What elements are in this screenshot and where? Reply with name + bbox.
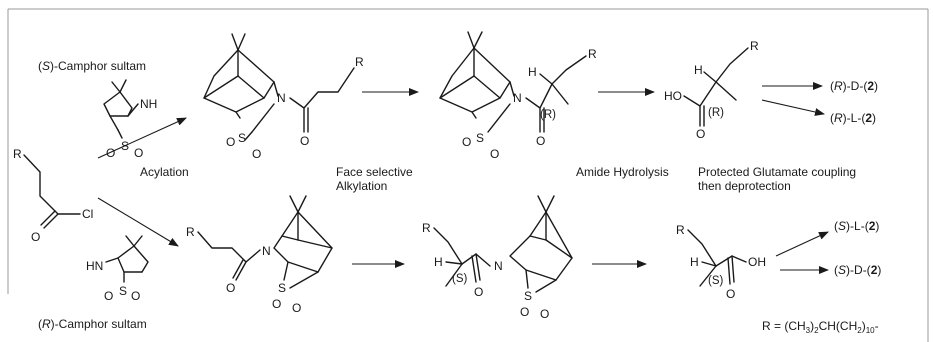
atom-o: O <box>490 147 499 161</box>
atom-n: N <box>494 259 503 273</box>
atom-h: H <box>528 65 537 79</box>
top-product-1: (R)-D-(2) <box>830 79 878 93</box>
atom-r: R <box>13 147 22 161</box>
atom-o: O <box>31 230 40 244</box>
r-camphor-sultam-structure: HN S O O <box>86 235 149 303</box>
atom-o: O <box>106 146 115 160</box>
n-acyl-sultam-top: N S O O O R <box>203 33 364 161</box>
atom-h: H <box>434 255 443 269</box>
atom-o: O <box>226 281 235 295</box>
scheme-frame <box>7 8 929 342</box>
s-camphor-sultam-label: (S)-Camphor sultam <box>38 59 146 73</box>
atom-s: S <box>238 131 246 145</box>
atom-o: O <box>474 285 483 299</box>
atom-oh: OH <box>748 255 766 269</box>
atom-o: O <box>292 301 301 315</box>
atom-o: O <box>696 127 705 141</box>
atom-o: O <box>540 307 549 321</box>
carboxylic-acid-bottom: R H (S) O OH <box>676 223 766 301</box>
r-group-definition: R = (CH3)2CH(CH2)10- <box>762 319 879 335</box>
step-coupling-line1: Protected Glutamate coupling <box>698 165 856 179</box>
atom-o: O <box>272 297 281 311</box>
atom-cl: Cl <box>82 207 93 221</box>
stereo-descriptor: (S) <box>452 273 468 285</box>
step-coupling-line2: then deprotection <box>698 179 791 193</box>
atom-s: S <box>524 289 532 303</box>
acyl-chloride-structure: R Cl O <box>13 147 93 244</box>
alkylated-sultam-bottom: R H (S) O N S O O <box>422 195 573 321</box>
atom-n: N <box>277 91 286 105</box>
stereo-descriptor: (S) <box>708 275 724 287</box>
bottom-product-2: (S)-D-(2) <box>834 263 881 277</box>
atom-ho: HO <box>664 89 682 103</box>
step-hydrolysis: Amide Hydrolysis <box>576 165 669 179</box>
atom-h: H <box>694 63 703 77</box>
atom-r: R <box>422 221 431 235</box>
atom-o: O <box>134 146 143 160</box>
acylation-arrow-bottom <box>97 197 179 247</box>
atom-n: N <box>262 244 271 258</box>
step-alkylation-line1: Face selective <box>336 165 413 179</box>
atom-o: O <box>226 135 235 149</box>
atom-o: O <box>131 289 140 303</box>
coupling-arrow-bottom-1 <box>775 231 829 257</box>
stereo-descriptor: (R) <box>540 109 556 121</box>
atom-r: R <box>355 55 364 69</box>
r-camphor-sultam-label: (R)-Camphor sultam <box>38 317 147 331</box>
atom-o: O <box>252 147 261 161</box>
atom-o: O <box>520 305 529 319</box>
atom-r: R <box>750 39 759 53</box>
bottom-product-1: (S)-L-(2) <box>834 219 879 233</box>
step-acylation: Acylation <box>140 165 189 179</box>
atom-r: R <box>676 223 685 237</box>
atom-o: O <box>462 135 471 149</box>
atom-r: R <box>588 47 597 61</box>
carboxylic-acid-top: HO O H (R) R <box>664 39 759 141</box>
atom-o: O <box>726 287 735 301</box>
atom-s: S <box>119 284 127 298</box>
atom-s: S <box>476 131 484 145</box>
atom-r: R <box>186 225 195 239</box>
atom-o: O <box>536 134 545 148</box>
step-alkylation-line2: Alkylation <box>336 179 387 193</box>
stereo-descriptor: (R) <box>708 107 724 119</box>
coupling-arrow-top-2 <box>761 99 825 116</box>
n-acyl-sultam-bottom: R O N S O O <box>186 195 333 315</box>
alkylated-sultam-top: N S O O O H (R) R <box>439 31 597 161</box>
s-camphor-sultam-structure: NH S O O <box>103 79 157 160</box>
top-product-2: (R)-L-(2) <box>830 111 876 125</box>
atom-n: N <box>513 91 522 105</box>
atom-o: O <box>300 134 309 148</box>
atom-hn: HN <box>86 259 103 273</box>
atom-h: H <box>690 255 699 269</box>
atom-s: S <box>278 281 286 295</box>
acylation-arrow-top <box>97 117 187 159</box>
atom-nh: NH <box>140 97 157 111</box>
atom-o: O <box>104 289 113 303</box>
